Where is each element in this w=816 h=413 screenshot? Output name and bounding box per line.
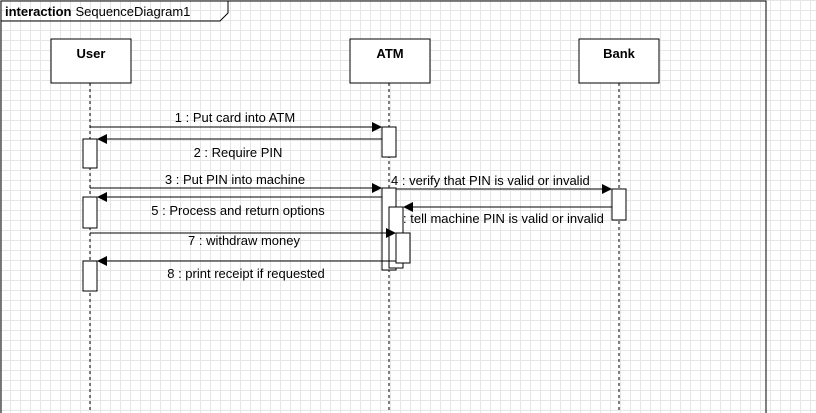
message-5-label: 5 : Process and return options: [151, 203, 325, 218]
message-5[interactable]: 5 : Process and return options: [97, 192, 382, 218]
lifeline-atm-name: ATM: [376, 46, 403, 61]
frame-tab: [1, 1, 229, 22]
message-6-label: : tell machine PIN is valid or invalid: [403, 211, 604, 226]
message-2[interactable]: 2 : Require PIN: [97, 134, 382, 160]
lifeline-user[interactable]: User: [50, 38, 132, 84]
lifeline-lines: [89, 83, 620, 413]
lifeline-user-box[interactable]: [50, 38, 132, 84]
lifeline-user-name: User: [77, 46, 106, 61]
activation-user-1[interactable]: [82, 138, 98, 169]
lifeline-atm-box[interactable]: [349, 38, 431, 84]
lifeline-bank-box[interactable]: [578, 38, 660, 84]
message-7-label: 7 : withdraw money: [188, 233, 300, 248]
activation-bank-1[interactable]: [611, 188, 627, 221]
message-8[interactable]: 8 : print receipt if requested: [97, 256, 396, 281]
lifeline-atm[interactable]: ATM: [349, 38, 431, 84]
message-3-label: 3 : Put PIN into machine: [165, 172, 305, 187]
message-4[interactable]: 4 : verify that PIN is valid or invalid: [391, 173, 612, 194]
activation-bars: [82, 126, 627, 292]
message-1-label: 1 : Put card into ATM: [175, 110, 295, 125]
message-3[interactable]: 3 : Put PIN into machine: [90, 172, 382, 193]
frame-keyword: interaction: [5, 4, 72, 19]
message-6[interactable]: : tell machine PIN is valid or invalid: [403, 202, 612, 226]
activation-user-2[interactable]: [82, 196, 98, 229]
message-8-label: 8 : print receipt if requested: [167, 266, 325, 281]
activation-atm-4[interactable]: [395, 232, 411, 264]
frame-name: SequenceDiagram1: [75, 4, 190, 19]
message-7[interactable]: 7 : withdraw money: [90, 228, 396, 248]
message-4-label: 4 : verify that PIN is valid or invalid: [391, 173, 590, 188]
frame-border: [0, 0, 767, 413]
lifeline-bank-name: Bank: [603, 46, 636, 61]
message-2-label: 2 : Require PIN: [194, 145, 283, 160]
message-1[interactable]: 1 : Put card into ATM: [90, 110, 382, 132]
lifeline-bank[interactable]: Bank: [578, 38, 660, 84]
activation-atm-1[interactable]: [381, 126, 397, 158]
activation-user-3[interactable]: [82, 260, 98, 292]
